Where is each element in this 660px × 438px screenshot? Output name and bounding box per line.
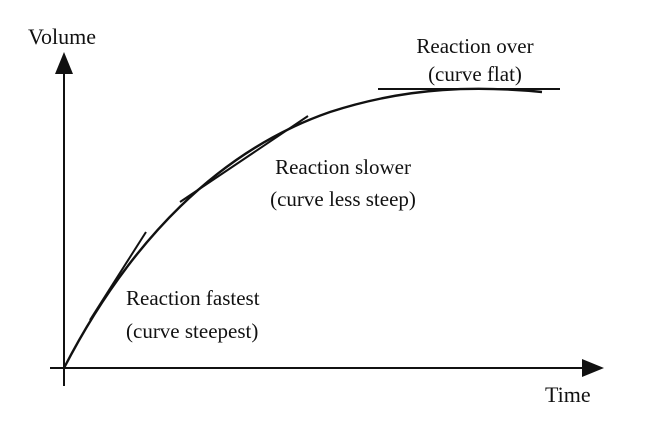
- annotation-fastest-line2: (curve steepest): [126, 319, 258, 343]
- x-axis-arrowhead: [582, 359, 604, 377]
- x-axis-label: Time: [545, 382, 591, 407]
- tangent-line-less-steep: [179, 115, 309, 203]
- annotation-slower-line2: (curve less steep): [270, 187, 416, 211]
- annotation-slower-line1: Reaction slower: [275, 155, 411, 179]
- y-axis-label: Volume: [28, 24, 96, 49]
- tangent-line-steep: [89, 231, 147, 321]
- annotation-fastest-line1: Reaction fastest: [126, 286, 260, 310]
- y-axis-arrowhead: [55, 52, 73, 74]
- annotation-over-line1: Reaction over: [416, 34, 533, 58]
- annotation-over-line2: (curve flat): [428, 62, 522, 86]
